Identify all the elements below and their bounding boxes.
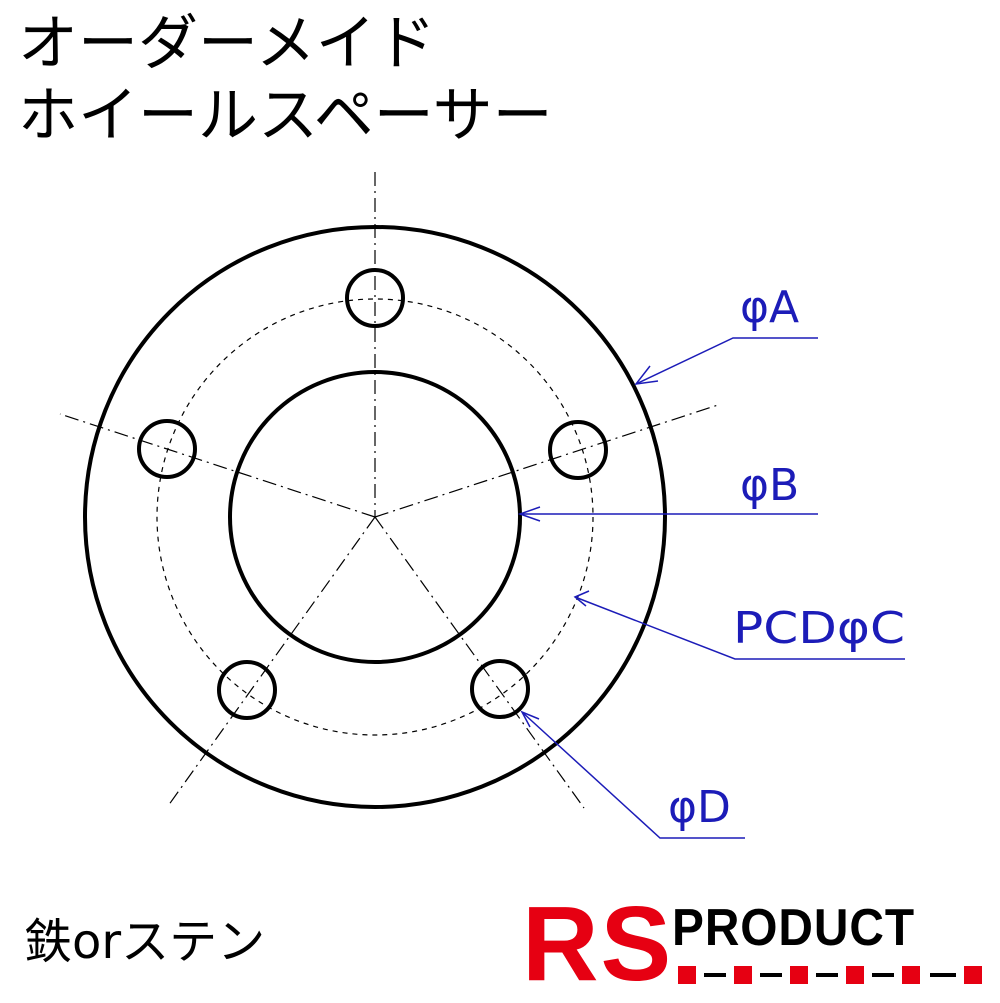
label-center-bore: φB xyxy=(740,460,799,511)
logo-product-text: PRODUCT xyxy=(672,899,915,957)
leader-a xyxy=(635,337,818,385)
center-line-upper-right xyxy=(374,404,719,518)
logo-dash-pattern xyxy=(678,966,982,984)
bolt-hole-right xyxy=(548,420,608,480)
bolt-hole-top xyxy=(345,268,405,328)
center-bore-circle xyxy=(228,370,522,664)
leader-d xyxy=(521,711,745,839)
leader-c-arrow xyxy=(573,590,590,607)
center-line-lower-left xyxy=(167,516,376,807)
bolt-hole-lower-left xyxy=(217,660,277,720)
center-lines xyxy=(59,172,719,809)
center-line-upper-left xyxy=(59,413,376,518)
bolt-holes xyxy=(137,268,608,720)
outer-circle xyxy=(83,225,667,809)
dimension-leaders xyxy=(517,337,905,839)
leader-d-arrow xyxy=(520,710,540,728)
pcd-circle xyxy=(156,298,594,736)
label-pcd: PCDφC xyxy=(733,603,905,654)
label-outer-diameter: φA xyxy=(740,282,799,333)
title-line-2: ホイールスペーサー xyxy=(18,81,553,151)
label-bolt-hole: φD xyxy=(668,782,731,833)
material-text: 鉄orステン xyxy=(24,914,266,970)
title-line-1: オーダーメイド xyxy=(18,9,436,79)
bolt-hole-left xyxy=(137,419,197,479)
logo-rs-text: RS xyxy=(522,885,674,1003)
rs-product-logo: RS PRODUCT xyxy=(522,885,988,1003)
bolt-hole-lower-right xyxy=(470,659,530,719)
center-line-lower-right xyxy=(374,516,585,809)
leader-b-arrow xyxy=(517,506,541,522)
leader-a-arrow xyxy=(634,365,659,385)
leader-c xyxy=(574,596,905,660)
